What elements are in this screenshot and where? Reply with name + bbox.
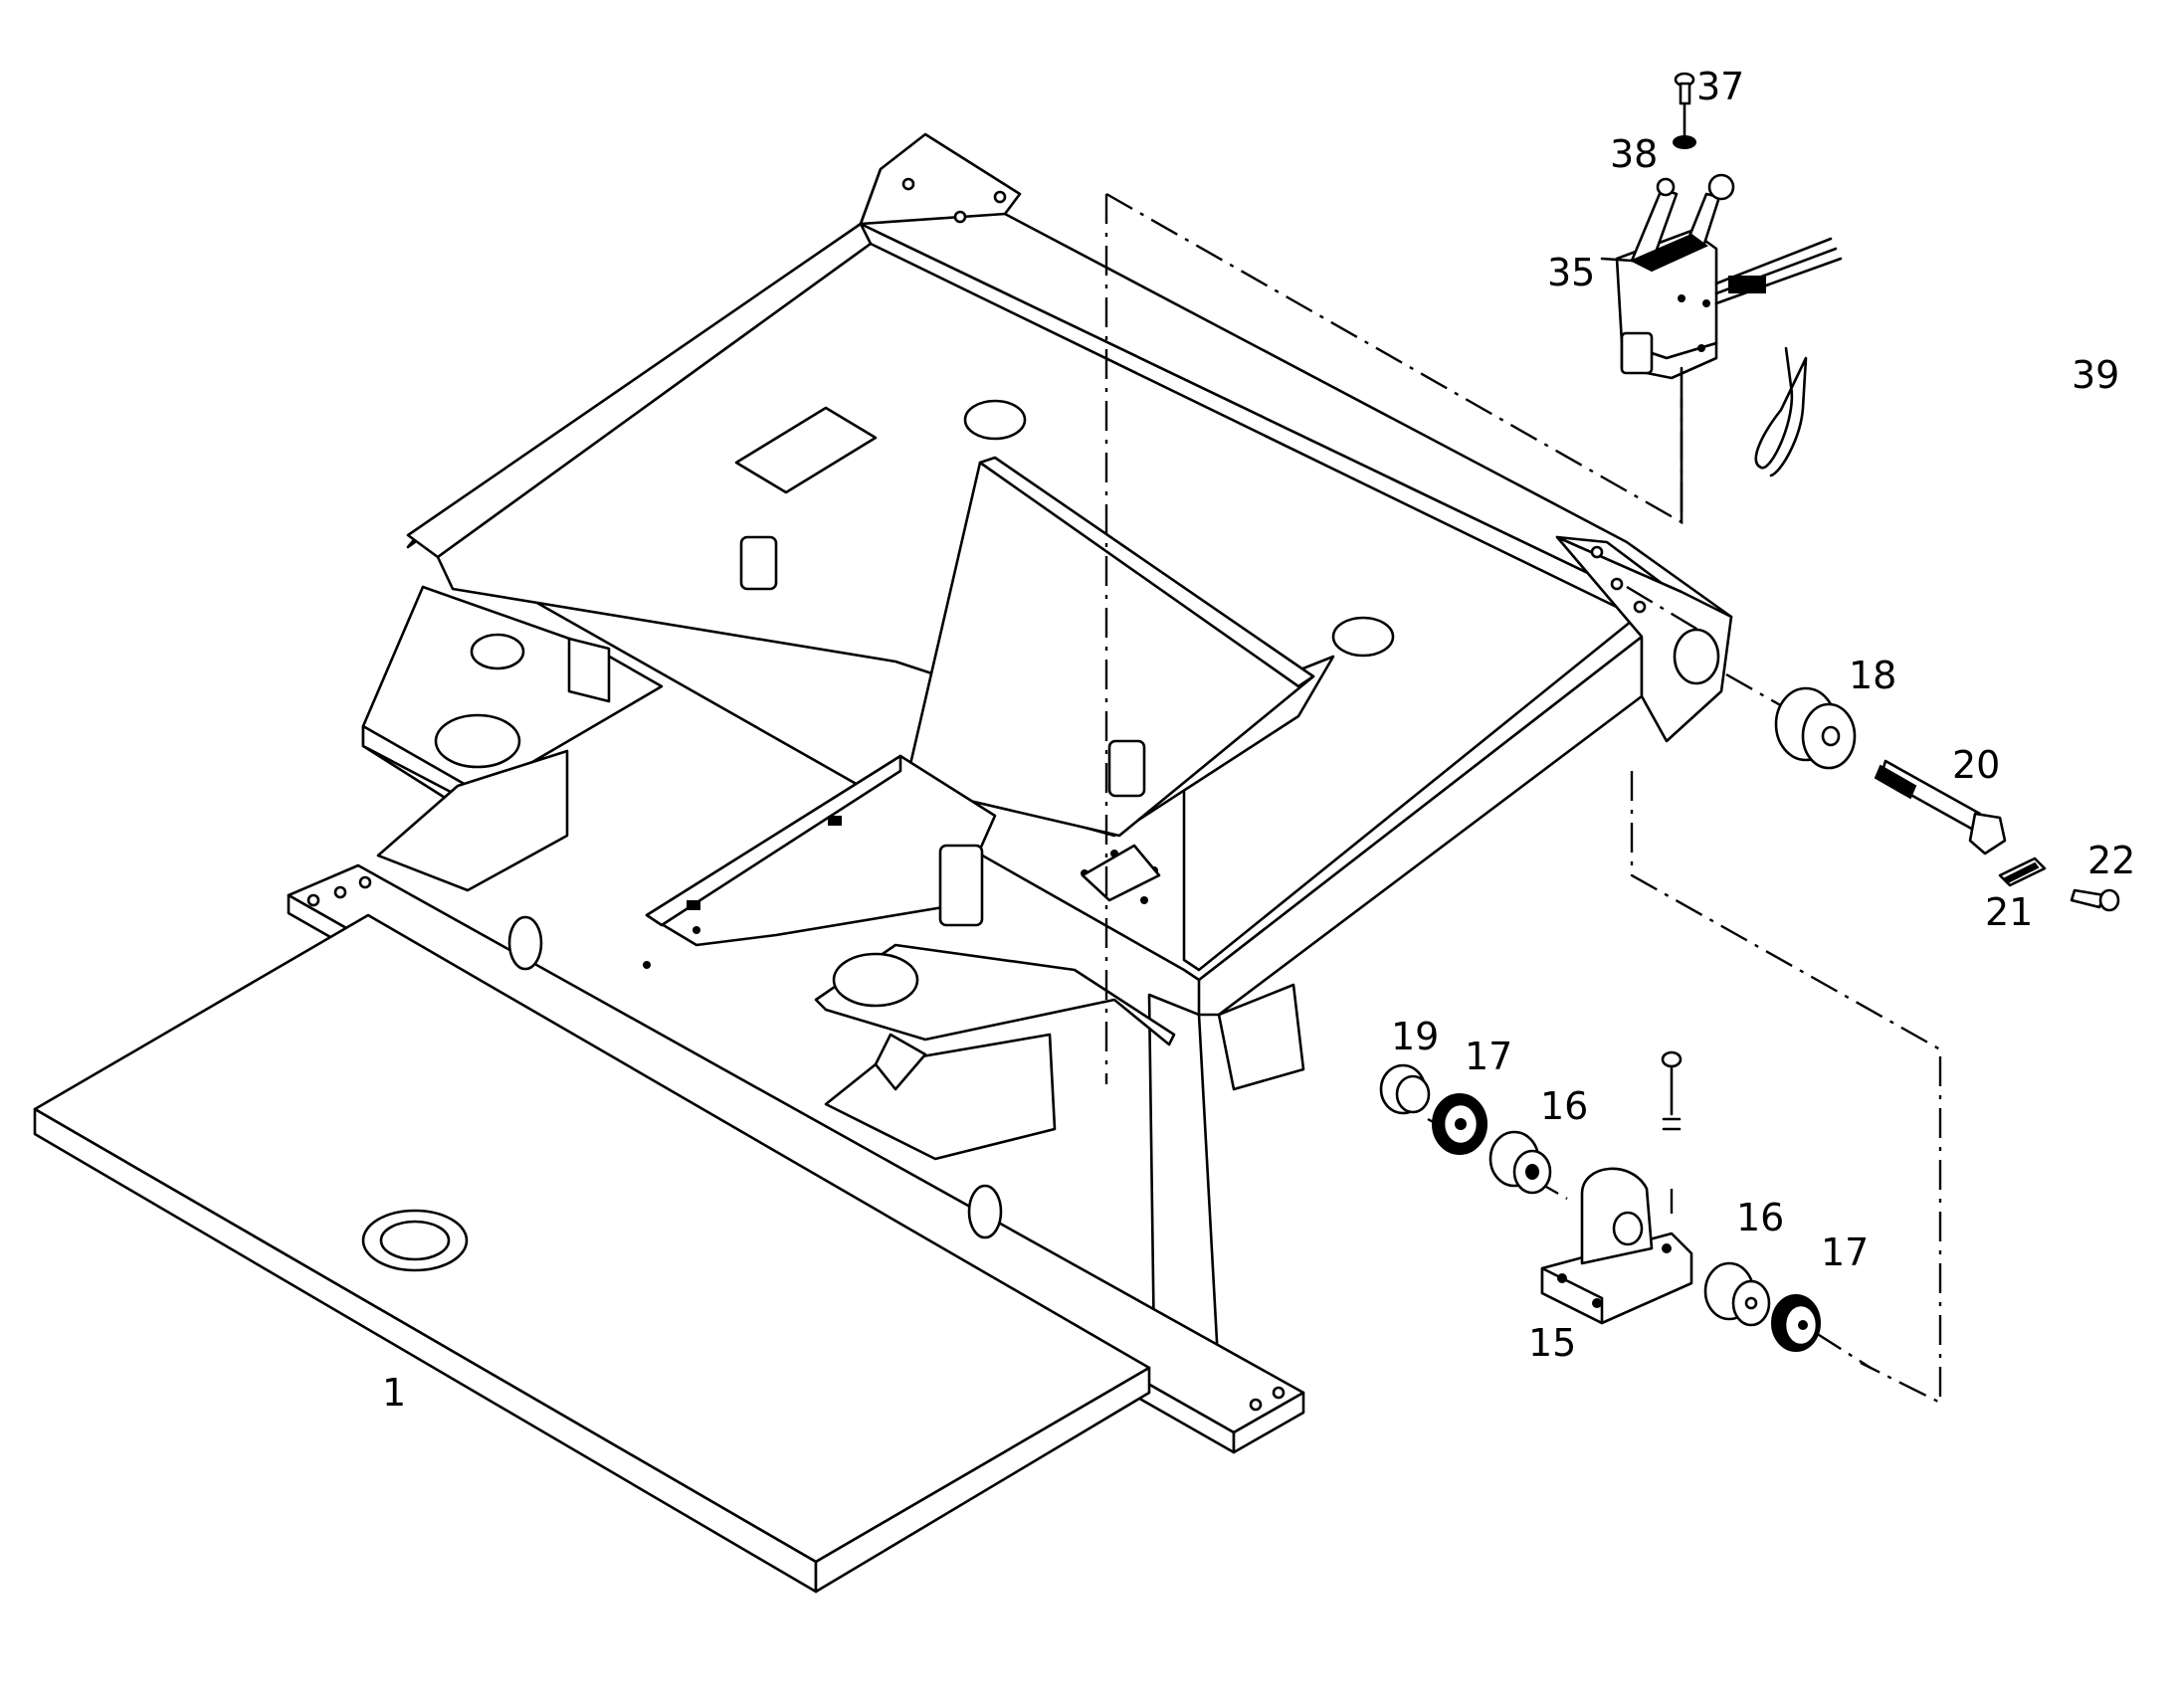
label-part-16-right: 16 (1736, 1196, 1784, 1239)
label-part-19: 19 (1391, 1015, 1439, 1058)
part-labels: 1 15 16 16 17 17 18 19 20 21 22 35 37 38… (382, 65, 2135, 1415)
label-part-38: 38 (1610, 132, 1658, 176)
label-part-1: 1 (382, 1371, 406, 1415)
label-part-20: 20 (1952, 743, 2000, 787)
screw-37 (1674, 72, 1695, 141)
label-part-15: 15 (1528, 1321, 1576, 1365)
bushing-16-left (1488, 1130, 1552, 1195)
label-part-17-right: 17 (1821, 1231, 1869, 1274)
label-part-17-left: 17 (1465, 1035, 1512, 1078)
label-part-35: 35 (1547, 251, 1595, 294)
label-part-18: 18 (1849, 654, 1896, 697)
plate-21 (1998, 856, 2047, 887)
label-part-16-left: 16 (1540, 1084, 1588, 1128)
washer-17-left (1432, 1093, 1487, 1155)
cover-plate (33, 913, 1151, 1594)
clip-39 (1754, 346, 1808, 477)
bolt-20 (1874, 759, 2007, 855)
bushing-18 (1774, 686, 1857, 770)
washer-38 (1673, 135, 1696, 149)
screw-22 (2070, 888, 2120, 912)
label-part-39: 39 (2072, 353, 2119, 397)
washer-19 (1379, 1063, 1431, 1115)
bushing-16-right (1703, 1261, 1771, 1327)
label-part-37: 37 (1696, 65, 1744, 108)
washer-17-right (1771, 1294, 1821, 1352)
bearing-block-15 (1540, 1050, 1693, 1325)
label-part-22: 22 (2087, 839, 2135, 882)
valve-assembly-35 (1600, 173, 1843, 524)
label-part-21: 21 (1985, 890, 2033, 934)
